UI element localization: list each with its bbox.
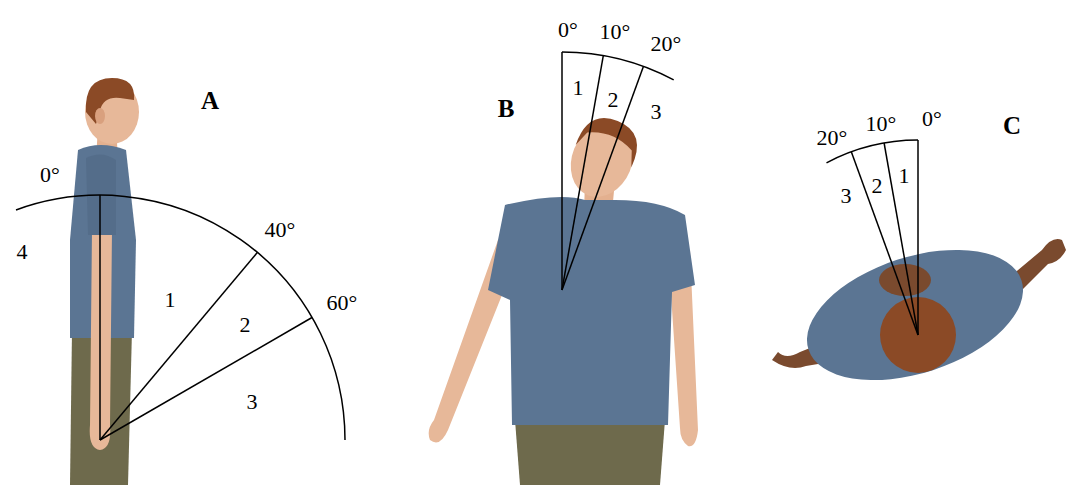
angle-line bbox=[99, 195, 101, 440]
angle-arc bbox=[562, 52, 674, 80]
person-front-view bbox=[429, 110, 698, 485]
zone-number: 1 bbox=[573, 77, 584, 99]
zone-number: 3 bbox=[841, 185, 852, 207]
angle-line bbox=[562, 66, 643, 290]
zone-number: 2 bbox=[240, 314, 251, 336]
hair bbox=[576, 110, 646, 168]
panel-letter: B bbox=[498, 96, 515, 121]
angle-label: 20° bbox=[651, 33, 682, 55]
angle-line bbox=[851, 152, 918, 335]
angle-label: 0° bbox=[40, 164, 60, 186]
person-top-view bbox=[772, 225, 1066, 405]
panel-letter: A bbox=[201, 88, 219, 113]
arm bbox=[90, 230, 112, 450]
feet bbox=[879, 264, 931, 296]
zone-number: 2 bbox=[872, 175, 883, 197]
zone-number: 3 bbox=[651, 101, 662, 123]
hair bbox=[86, 78, 134, 124]
angle-label: 10° bbox=[866, 113, 897, 135]
zone-number: 1 bbox=[165, 289, 176, 311]
panel-letter: C bbox=[1003, 113, 1021, 138]
zone-number: 3 bbox=[247, 391, 258, 413]
angle-label: 60° bbox=[327, 292, 358, 314]
angle-line bbox=[100, 318, 312, 441]
angle-label: 0° bbox=[922, 108, 942, 130]
trousers bbox=[515, 420, 665, 485]
zone-number: 4 bbox=[17, 241, 28, 263]
zone-number: 2 bbox=[608, 89, 619, 111]
angle-arc bbox=[16, 195, 345, 440]
angle-label: 20° bbox=[817, 127, 848, 149]
angle-line bbox=[100, 252, 258, 440]
angle-line bbox=[561, 52, 563, 290]
angle-label: 0° bbox=[558, 19, 578, 41]
angle-line bbox=[917, 140, 919, 335]
shirt bbox=[488, 197, 695, 425]
angle-label: 10° bbox=[600, 21, 631, 43]
angle-line bbox=[884, 143, 918, 335]
zone-number: 1 bbox=[899, 165, 910, 187]
ear bbox=[95, 108, 105, 124]
angle-line bbox=[562, 56, 603, 290]
angle-label: 40° bbox=[265, 219, 296, 241]
